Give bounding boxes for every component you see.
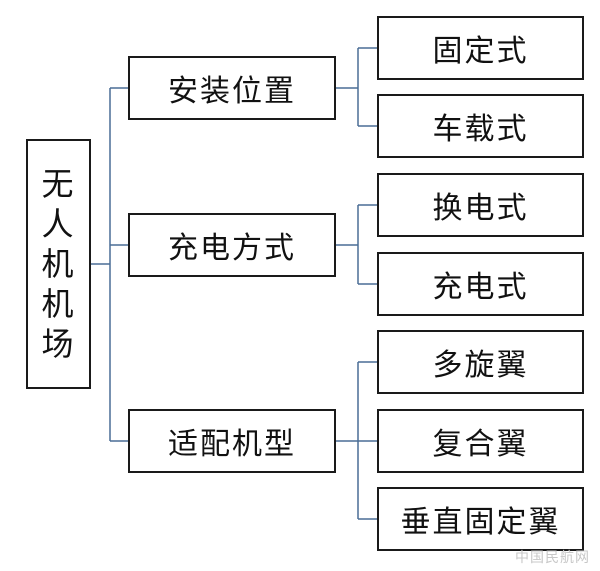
leaf-node: 多旋翼 (377, 330, 584, 394)
watermark: 中国民航网 (515, 550, 590, 566)
leaf-node: 换电式 (377, 173, 584, 237)
leaf-node: 复合翼 (377, 409, 584, 473)
root-char: 无 (41, 165, 76, 203)
category-node-aircraft-type: 适配机型 (128, 409, 336, 473)
leaf-node: 垂直固定翼 (377, 487, 584, 551)
root-char: 机 (41, 245, 76, 283)
leaf-node: 车载式 (377, 94, 584, 158)
leaf-node: 固定式 (377, 16, 584, 80)
leaf-node: 充电式 (377, 252, 584, 316)
category-node-charging-method: 充电方式 (128, 213, 336, 277)
root-char: 机 (41, 285, 76, 323)
root-char: 场 (41, 325, 76, 363)
category-node-install-location: 安装位置 (128, 56, 336, 120)
root-node: 无 人 机 机 场 (26, 139, 91, 389)
root-char: 人 (41, 205, 76, 243)
